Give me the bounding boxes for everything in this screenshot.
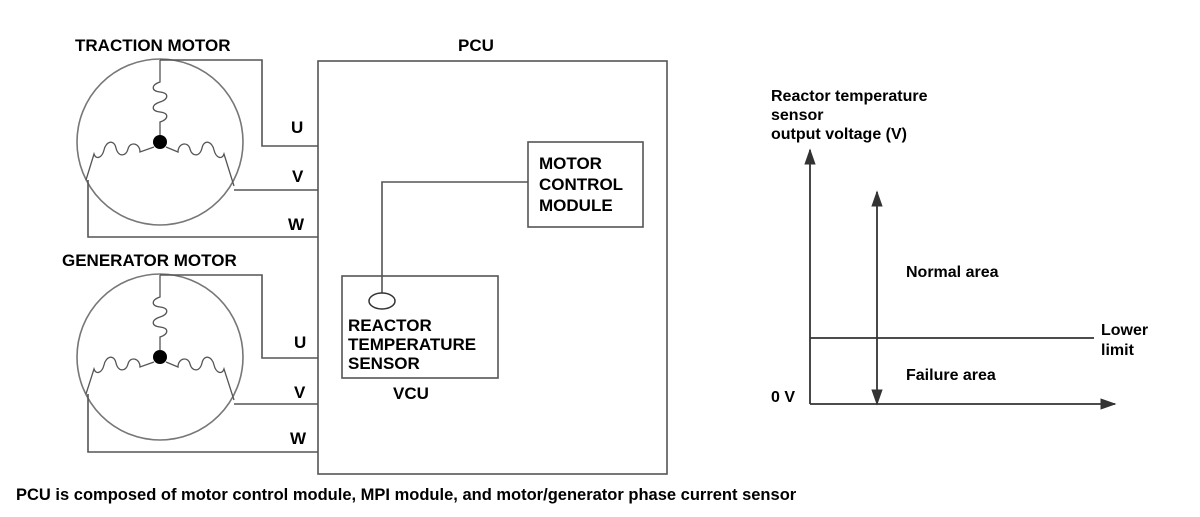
reactor-sensor-line-1: REACTOR xyxy=(348,316,432,335)
lower-limit-label-line-1: Lower xyxy=(1101,322,1148,339)
reactor-sensor-line-3: SENSOR xyxy=(348,354,420,373)
traction-motor-label: TRACTION MOTOR xyxy=(75,36,231,55)
vcu-label: VCU xyxy=(393,384,429,403)
generator-motor-housing xyxy=(76,273,244,441)
zero-volt-label: 0 V xyxy=(771,389,795,406)
pcu-label: PCU xyxy=(458,36,494,55)
traction-lead-u xyxy=(160,59,318,147)
sensor-signal-wire xyxy=(381,181,528,294)
motor-control-module-line-2: CONTROL xyxy=(539,175,623,194)
generator-lead-w xyxy=(87,394,318,453)
generator-motor: GENERATOR MOTOR U V W xyxy=(62,251,318,453)
y-axis-label-line-2: sensor xyxy=(771,107,823,124)
caption: PCU is composed of motor control module,… xyxy=(16,486,797,504)
failure-area-label: Failure area xyxy=(906,367,996,384)
generator-motor-windings xyxy=(85,275,235,401)
motor-control-module-line-3: MODULE xyxy=(539,196,613,215)
normal-area-label: Normal area xyxy=(906,264,999,281)
generator-terminal-w: W xyxy=(290,429,307,448)
y-axis-label-line-1: Reactor temperature xyxy=(771,88,928,105)
vcu-box xyxy=(341,275,499,379)
traction-terminal-w: W xyxy=(288,215,305,234)
reactor-temperature-sensor-icon xyxy=(368,292,396,310)
traction-motor-housing xyxy=(76,58,244,226)
traction-terminal-v: V xyxy=(292,167,304,186)
lower-limit-label-line-2: limit xyxy=(1101,342,1135,359)
generator-motor-label: GENERATOR MOTOR xyxy=(62,251,237,270)
traction-motor: TRACTION MOTOR U V W xyxy=(75,36,318,238)
voltage-graph: Reactor temperature sensor output voltag… xyxy=(771,88,1148,410)
generator-terminal-u: U xyxy=(294,333,306,352)
reactor-sensor-line-2: TEMPERATURE xyxy=(348,335,476,354)
motor-control-module: MOTOR CONTROL MODULE xyxy=(527,141,644,228)
traction-terminal-u: U xyxy=(291,118,303,137)
y-axis-label-line-3: output voltage (V) xyxy=(771,126,907,143)
traction-motor-windings xyxy=(85,60,235,187)
motor-control-module-line-1: MOTOR xyxy=(539,154,602,173)
vcu: REACTOR TEMPERATURE SENSOR VCU xyxy=(341,275,499,403)
pcu: PCU MOTOR CONTROL MODULE REACTOR TEMPERA… xyxy=(317,36,668,475)
traction-lead-w xyxy=(87,180,318,238)
traction-motor-neutral-point xyxy=(153,135,167,149)
generator-terminal-v: V xyxy=(294,383,306,402)
pcu-box xyxy=(317,60,668,475)
generator-lead-u xyxy=(160,274,318,359)
motor-control-module-box xyxy=(527,141,644,228)
generator-motor-neutral-point xyxy=(153,350,167,364)
